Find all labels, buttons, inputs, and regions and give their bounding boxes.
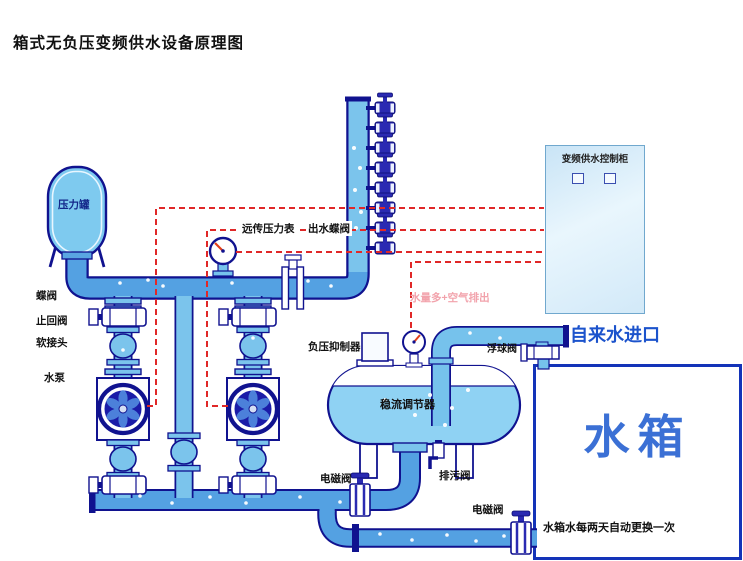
water-tank-note: 水箱水每两天自动更换一次 (543, 522, 675, 534)
control-cabinet-label: 变频供水控制柜 (561, 154, 629, 165)
page-title: 箱式无负压变频供水设备原理图 (13, 35, 245, 52)
water-tank-name: 水箱 (583, 411, 692, 463)
outlet-manifold-and-riser (65, 96, 371, 300)
pump-unit-1 (89, 296, 149, 498)
regulator-pressure-gauge (402, 330, 426, 368)
flow-regulator-tank (326, 364, 522, 479)
outlet-valve-icon (365, 152, 396, 175)
outlet-valve-icon (365, 192, 396, 215)
tap-water-inlet-label: 自来水进口 (570, 325, 660, 345)
control-signal-lines (147, 207, 544, 407)
flexible-joint-label: 软接头 (36, 337, 68, 349)
tank-feed-pipe (317, 503, 537, 548)
outlet-valve-icon (365, 132, 396, 155)
water-tank-box: 水箱 水箱水每两天自动更换一次 (533, 364, 742, 560)
control-cabinet: 变频供水控制柜 (545, 145, 645, 314)
butterfly-valve-label: 蝶阀 (36, 290, 57, 302)
suction-manifold-pipe (89, 450, 421, 513)
cabinet-indicator-light (604, 173, 616, 184)
pipe-flange (352, 524, 359, 552)
drain-valve (428, 440, 445, 469)
pressure-tank (46, 165, 108, 268)
float-valve-label: 浮球阀 (487, 344, 517, 355)
air-discharge-note: 水量多+空气排出 (410, 292, 490, 304)
remote-pressure-gauge-label: 远传压力表 (240, 221, 297, 236)
pump-unit-2 (219, 296, 279, 498)
flow-regulator-label: 稳流调节器 (380, 399, 435, 411)
outlet-valve-icon (365, 232, 396, 255)
pressure-tank-label: 压力罐 (58, 199, 90, 211)
water-pump-label: 水泵 (44, 372, 65, 384)
outlet-distribution-valves (365, 92, 396, 255)
outlet-valve-icon (365, 212, 396, 235)
outlet-valve-icon (365, 112, 396, 135)
outlet-butterfly-valve (281, 254, 305, 310)
negative-pressure-suppressor (356, 332, 394, 367)
regulator-bottom-flange (392, 442, 428, 453)
check-valve-label: 止回阀 (36, 315, 68, 327)
cabinet-indicator-light (572, 173, 584, 184)
outlet-valve-icon (365, 92, 396, 115)
solenoid-valve-2-label: 电磁阀 (472, 504, 504, 516)
drain-valve-label: 排污阀 (439, 470, 471, 482)
bypass-drop-pipe (167, 296, 201, 498)
solenoid-valve-2 (509, 509, 533, 556)
outlet-butterfly-valve-label: 出水蝶阀 (306, 221, 352, 236)
solenoid-valve-1-label: 电磁阀 (320, 473, 352, 485)
remote-pressure-gauge (208, 236, 238, 277)
negative-pressure-suppressor-label: 负压抑制器 (308, 341, 361, 353)
solenoid-valve-1 (348, 471, 372, 518)
outlet-valve-icon (365, 172, 396, 195)
